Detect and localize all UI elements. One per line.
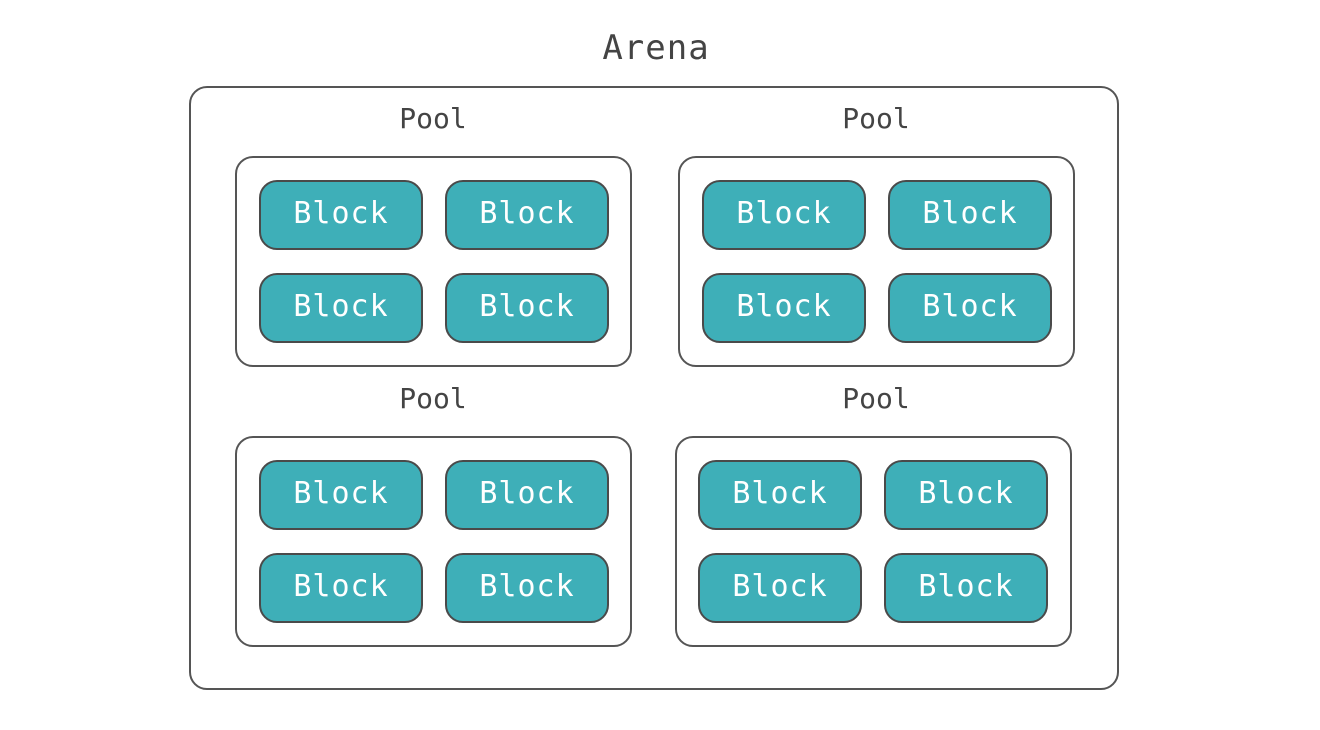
block: Block xyxy=(884,460,1048,530)
block: Block xyxy=(445,460,609,530)
pool-label: Pool xyxy=(399,382,467,415)
block: Block xyxy=(702,180,866,250)
arena-title: Arena xyxy=(602,28,710,68)
block: Block xyxy=(698,460,862,530)
pool-label: Pool xyxy=(842,102,910,135)
block: Block xyxy=(884,553,1048,623)
block: Block xyxy=(259,460,423,530)
pool-container: Block Block Block Block xyxy=(678,156,1075,367)
block: Block xyxy=(259,553,423,623)
block: Block xyxy=(259,180,423,250)
block: Block xyxy=(259,273,423,343)
pool-label: Pool xyxy=(399,102,467,135)
block: Block xyxy=(445,553,609,623)
arena-container xyxy=(189,86,1119,690)
pool-label: Pool xyxy=(842,382,910,415)
block: Block xyxy=(445,180,609,250)
block: Block xyxy=(445,273,609,343)
block: Block xyxy=(698,553,862,623)
pool-container: Block Block Block Block xyxy=(675,436,1072,647)
block: Block xyxy=(888,273,1052,343)
block: Block xyxy=(888,180,1052,250)
block: Block xyxy=(702,273,866,343)
pool-container: Block Block Block Block xyxy=(235,156,632,367)
pool-container: Block Block Block Block xyxy=(235,436,632,647)
